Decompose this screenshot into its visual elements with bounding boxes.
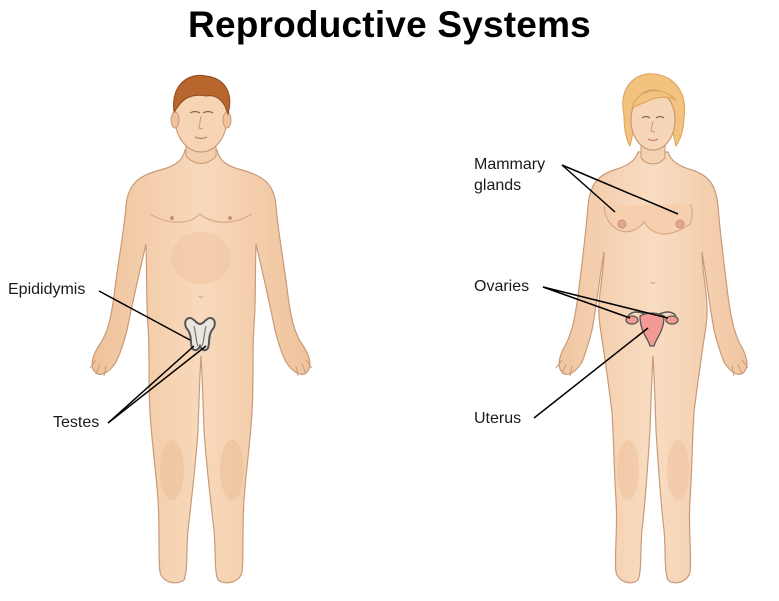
male-nose bbox=[198, 115, 204, 130]
label-uterus: Uterus bbox=[474, 410, 522, 427]
male-chest-contour bbox=[149, 213, 253, 223]
male-left-hand-fingers bbox=[89, 359, 107, 377]
male-hair bbox=[173, 74, 231, 116]
female-leader-lines bbox=[533, 164, 679, 419]
male-reproductive-organs bbox=[184, 316, 216, 352]
female-right-knee-shade bbox=[667, 440, 689, 500]
testes-leader-line-2 bbox=[107, 345, 207, 424]
female-eyes bbox=[641, 115, 665, 119]
male-navel bbox=[198, 295, 204, 298]
label-testes: Testes bbox=[53, 414, 100, 431]
female-bangs bbox=[631, 90, 677, 109]
male-right-knee-shade bbox=[220, 440, 244, 500]
female-right-hand-fingers bbox=[731, 359, 749, 377]
diagram-title: Reproductive Systems bbox=[188, 4, 591, 45]
male-mouth bbox=[194, 136, 208, 140]
label-ovaries: Ovaries bbox=[474, 278, 530, 295]
female-mouth bbox=[647, 138, 659, 142]
male-leader-lines bbox=[98, 290, 207, 424]
ovaries-leader-line-2 bbox=[542, 286, 669, 319]
female-hair bbox=[622, 73, 686, 148]
female-navel bbox=[650, 281, 656, 284]
ovaries-leader-line-1 bbox=[542, 286, 631, 319]
male-left-ear bbox=[170, 111, 180, 129]
male-left-nipple bbox=[170, 216, 174, 220]
mammary-leader-line-1 bbox=[561, 164, 616, 213]
female-figure bbox=[555, 73, 749, 584]
female-body bbox=[558, 151, 748, 584]
uterus-leader-line bbox=[533, 327, 649, 419]
label-mammary-line2: glands bbox=[474, 177, 522, 194]
female-left-knee-shade bbox=[617, 440, 639, 500]
female-left-hand-fingers bbox=[555, 359, 573, 377]
male-right-hand-fingers bbox=[295, 359, 313, 377]
male-left-knee-shade bbox=[160, 440, 184, 500]
female-left-mammary-gland bbox=[617, 219, 627, 229]
testes-leader-line-1 bbox=[107, 345, 195, 424]
female-reproductive-organs bbox=[625, 311, 679, 347]
male-abdomen-shade bbox=[171, 232, 231, 284]
mammary-leader-line-2 bbox=[561, 164, 679, 215]
male-ducts bbox=[193, 325, 207, 347]
male-right-ear bbox=[222, 111, 232, 129]
uterus-shape bbox=[639, 312, 665, 347]
label-mammary-line1: Mammary bbox=[474, 156, 546, 173]
male-eyes bbox=[189, 110, 214, 114]
male-figure bbox=[89, 74, 313, 584]
label-epididymis: Epididymis bbox=[8, 281, 86, 298]
right-ovary bbox=[665, 315, 679, 325]
female-right-mammary-gland bbox=[675, 219, 685, 229]
female-nose bbox=[650, 120, 656, 133]
epididymis-leader-line bbox=[98, 290, 191, 341]
male-body bbox=[91, 149, 311, 584]
female-head bbox=[630, 89, 676, 151]
male-right-nipple bbox=[228, 216, 232, 220]
